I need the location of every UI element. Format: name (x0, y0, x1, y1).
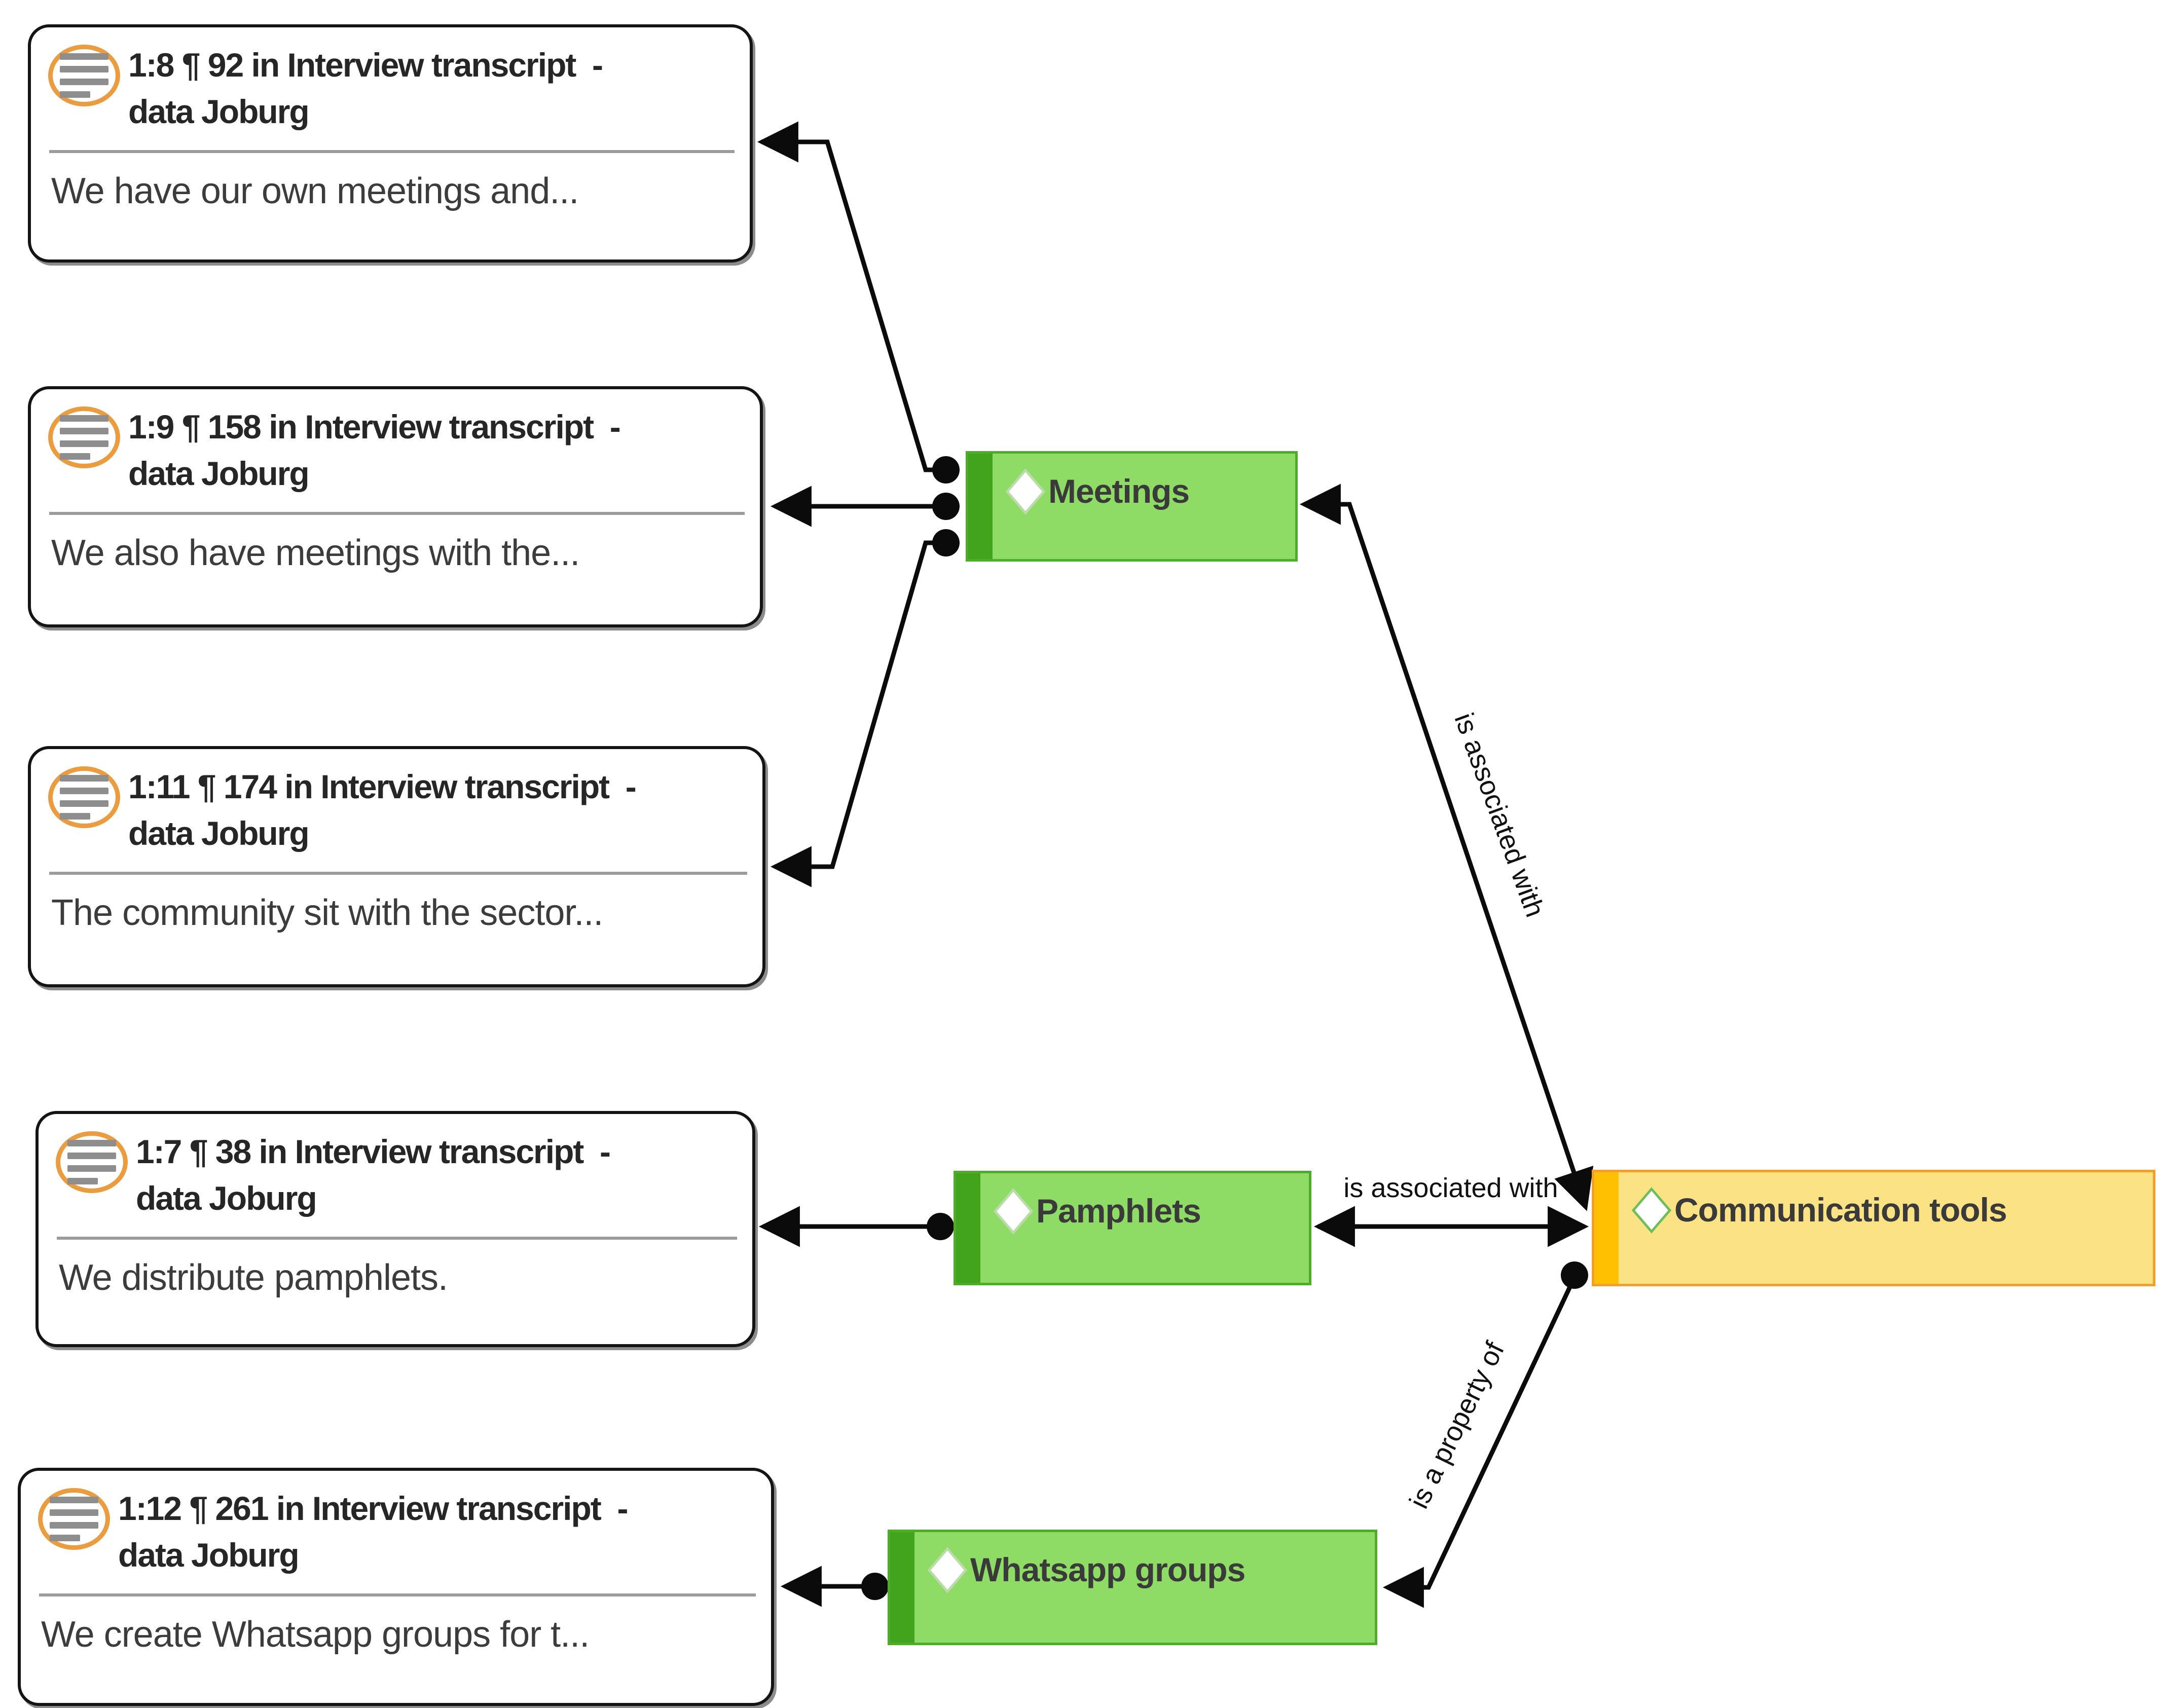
diamond-icon (994, 1188, 1033, 1235)
separator (49, 150, 735, 153)
relation-label-pamphlets-commtools[interactable]: is associated with (1343, 1173, 1558, 1203)
edge-meetings-q3[interactable] (770, 540, 947, 887)
quotation-preview: The community sit with the sector... (51, 893, 603, 933)
quotation-preview: We distribute pamphlets. (59, 1257, 448, 1298)
quotation-ref: 1:8 ¶ 92 in Interview transcript - data … (128, 46, 603, 130)
link-anchor-dot (932, 493, 960, 520)
quotation-header: 1:11 ¶ 174 in Interview transcript - dat… (31, 749, 762, 857)
diamond-icon (1006, 468, 1045, 515)
quotation-icon (38, 1488, 110, 1550)
quotation-ref: 1:12 ¶ 261 in Interview transcript - dat… (118, 1490, 628, 1574)
quotation-node-1-8[interactable]: 1:8 ¶ 92 in Interview transcript - data … (28, 24, 753, 263)
quotation-node-1-11[interactable]: 1:11 ¶ 174 in Interview transcript - dat… (28, 746, 765, 987)
quotation-preview: We have our own meetings and... (51, 171, 579, 211)
edge-commtools-whatsapp[interactable] (1382, 1276, 1577, 1608)
code-node-meetings[interactable]: Meetings (966, 451, 1298, 562)
quotation-ref: 1:9 ¶ 158 in Interview transcript - data… (128, 408, 621, 492)
quotation-node-1-12[interactable]: 1:12 ¶ 261 in Interview transcript - dat… (18, 1468, 774, 1706)
code-label: Whatsapp groups (970, 1551, 1246, 1588)
link-anchor-dot (932, 529, 960, 556)
quotation-preview: We create Whatsapp groups for t... (41, 1614, 590, 1655)
quotation-header: 1:12 ¶ 261 in Interview transcript - dat… (21, 1471, 771, 1578)
link-anchor-dot (1561, 1261, 1588, 1289)
edge-meetings-q1[interactable] (757, 121, 947, 472)
quotation-header: 1:9 ¶ 158 in Interview transcript - data… (31, 389, 760, 497)
quotation-node-1-7[interactable]: 1:7 ¶ 38 in Interview transcript - data … (35, 1111, 755, 1347)
diamond-icon (928, 1547, 967, 1593)
code-label: Pamphlets (1036, 1192, 1201, 1230)
quotation-icon (48, 45, 120, 106)
separator (49, 512, 745, 515)
code-label: Communication tools (1674, 1191, 2007, 1229)
separator (39, 1593, 756, 1596)
separator (57, 1237, 737, 1240)
separator (49, 872, 747, 875)
quotation-ref: 1:7 ¶ 38 in Interview transcript - data … (136, 1133, 611, 1217)
code-label: Meetings (1048, 472, 1190, 510)
quotation-icon (48, 406, 120, 468)
quotation-header: 1:7 ¶ 38 in Interview transcript - data … (39, 1114, 752, 1221)
link-anchor-dot (927, 1213, 954, 1240)
code-node-whatsapp-groups[interactable]: Whatsapp groups (888, 1530, 1377, 1645)
quotation-header: 1:8 ¶ 92 in Interview transcript - data … (31, 27, 750, 135)
code-stripe (956, 1173, 980, 1283)
link-anchor-dot (932, 456, 960, 484)
quotation-icon (48, 766, 120, 828)
quotation-icon (56, 1131, 128, 1193)
quotation-node-1-9[interactable]: 1:9 ¶ 158 in Interview transcript - data… (28, 386, 763, 627)
code-stripe (1594, 1172, 1619, 1284)
code-node-pamphlets[interactable]: Pamphlets (954, 1171, 1311, 1285)
quotation-preview: We also have meetings with the... (51, 533, 580, 573)
code-stripe (968, 454, 993, 559)
diamond-icon (1632, 1187, 1671, 1234)
code-stripe (890, 1532, 914, 1643)
link-anchor-dot (861, 1573, 889, 1600)
edge-meetings-commtools[interactable] (1299, 484, 1594, 1211)
quotation-ref: 1:11 ¶ 174 in Interview transcript - dat… (128, 768, 637, 852)
code-node-communication-tools[interactable]: Communication tools (1592, 1170, 2155, 1286)
